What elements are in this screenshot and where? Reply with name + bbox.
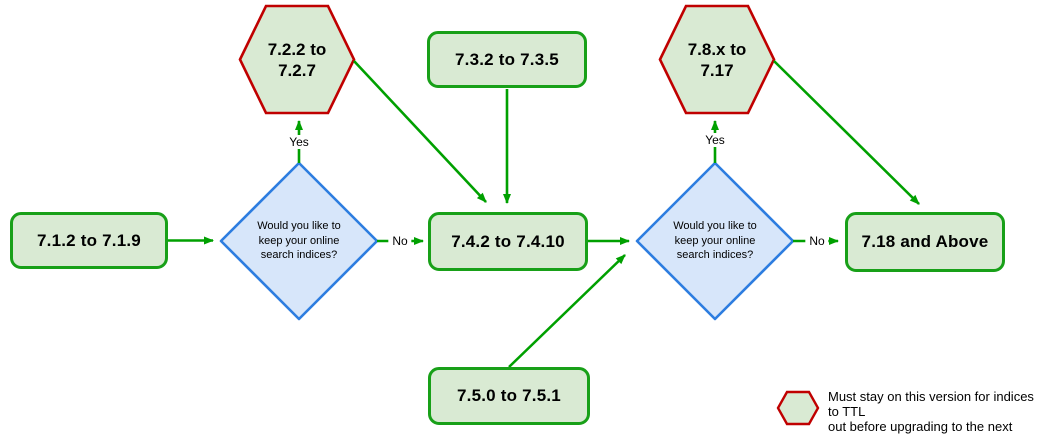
decision-2-label: Would you like to keep your online searc…	[673, 220, 757, 262]
node-version-7-1-2: 7.1.2 to 7.1.9	[10, 212, 168, 269]
decision-1-label: Would you like to keep your online searc…	[257, 220, 341, 262]
node-version-7-8-x-label: 7.8.x to 7.17	[687, 39, 747, 80]
edge-750-to-decision2	[508, 254, 626, 368]
node-version-7-4-2: 7.4.2 to 7.4.10	[428, 212, 588, 271]
legend-hexagon-icon	[776, 390, 820, 426]
edge-722-to-742	[353, 60, 487, 203]
node-version-7-5-0: 7.5.0 to 7.5.1	[428, 367, 590, 425]
edge-label-yes-2: Yes	[701, 133, 729, 147]
edge-78x-to-718	[773, 60, 920, 205]
hexagon-7-2-2-shape	[238, 4, 356, 115]
edge-label-no-2: No	[805, 234, 829, 248]
decision-2-shape	[635, 161, 795, 321]
node-version-7-18: 7.18 and Above	[845, 212, 1005, 272]
edge-label-no-1: No	[388, 234, 412, 248]
decision-1-shape	[219, 161, 379, 321]
hexagon-7-8-x-shape	[658, 4, 776, 115]
node-version-7-2-2-label: 7.2.2 to 7.2.7	[267, 39, 327, 80]
legend-text: Must stay on this version for indices to…	[828, 389, 1034, 435]
node-version-7-3-2: 7.3.2 to 7.3.5	[427, 31, 587, 88]
edge-label-yes-1: Yes	[285, 135, 313, 149]
